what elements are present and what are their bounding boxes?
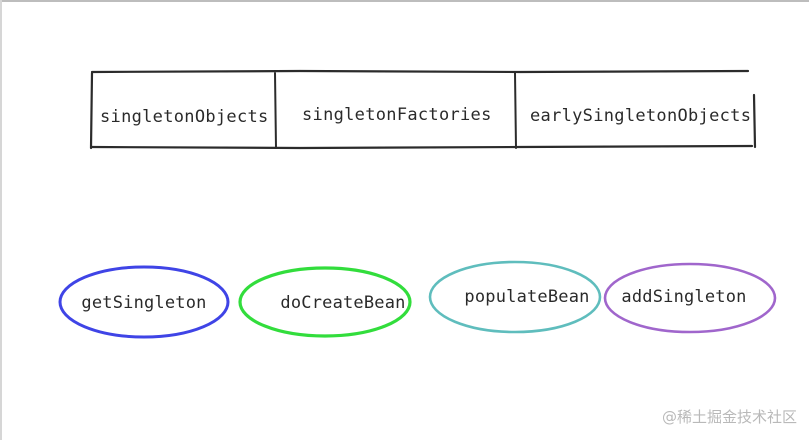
method-do-create-bean: doCreateBean xyxy=(238,266,412,338)
method-oval xyxy=(603,262,777,334)
method-label: addSingleton xyxy=(621,287,746,307)
method-oval xyxy=(238,266,412,338)
table-divider-1 xyxy=(274,72,277,149)
frame-top-border xyxy=(0,0,809,2)
method-get-singleton: getSingleton xyxy=(58,265,230,339)
table-bottom-line xyxy=(90,144,754,150)
table-left-border xyxy=(89,71,94,150)
table-top-line xyxy=(90,69,750,74)
cache-table: singletonObjects singletonFactories earl… xyxy=(89,69,757,150)
method-label: getSingleton xyxy=(81,293,206,313)
method-populate-bean: populateBean xyxy=(428,260,602,334)
cell-singleton-objects: singletonObjects xyxy=(100,107,269,127)
method-label: populateBean xyxy=(464,287,589,307)
method-add-singleton: addSingleton xyxy=(603,262,777,334)
table-divider-2 xyxy=(514,72,517,149)
method-oval xyxy=(428,260,602,334)
cell-early-singleton-objects: earlySingletonObjects xyxy=(530,106,751,126)
frame-left-border xyxy=(0,0,2,440)
table-right-border xyxy=(752,93,757,149)
cell-singleton-factories: singletonFactories xyxy=(302,105,492,125)
watermark: @稀土掘金技术社区 xyxy=(661,408,797,426)
method-label: doCreateBean xyxy=(280,293,405,313)
method-oval xyxy=(58,265,230,339)
